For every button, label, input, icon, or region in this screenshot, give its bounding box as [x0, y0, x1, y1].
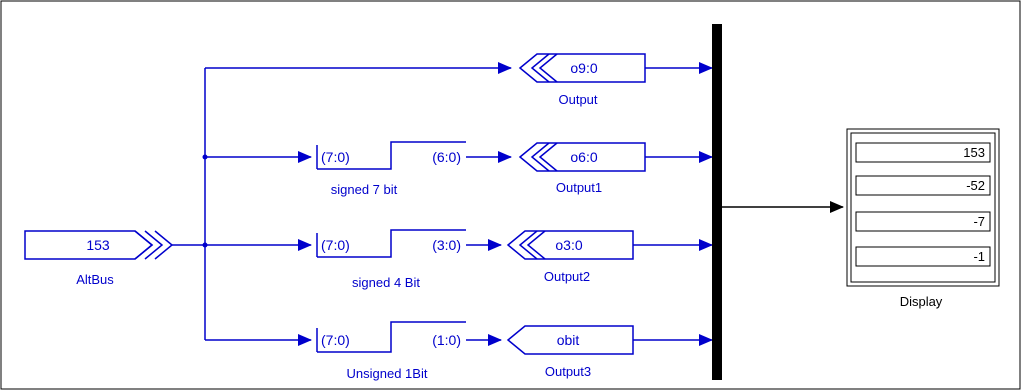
altbus-value: 153 — [86, 237, 110, 253]
gateway-chevron-icon — [134, 230, 174, 260]
slice-out-port: (3:0) — [432, 237, 461, 253]
output2-block[interactable]: o3:0 Output2 — [506, 230, 634, 284]
mux-bus-bar[interactable] — [712, 24, 722, 380]
slice-label: signed 4 Bit — [352, 275, 420, 290]
output-value: o6:0 — [570, 149, 597, 165]
output-value: o9:0 — [570, 60, 597, 76]
display-value: -1 — [973, 249, 985, 264]
display-field — [855, 142, 991, 163]
output-label: Output3 — [545, 364, 591, 379]
altbus-block[interactable]: 153 AltBus — [24, 230, 174, 287]
output1-block[interactable]: o6:0 Output1 — [518, 142, 646, 195]
display-field — [855, 246, 991, 267]
slice-block-signed-4[interactable]: (7:0) (3:0) signed 4 Bit — [316, 229, 466, 290]
display-field — [855, 175, 991, 196]
output-label: Output — [558, 92, 597, 107]
display-field — [855, 211, 991, 232]
gateway-chevron-icon — [530, 142, 558, 172]
branch-dot — [202, 154, 208, 160]
output-block[interactable]: o9:0 Output — [518, 53, 646, 107]
output-value: o3:0 — [555, 237, 582, 253]
altbus-label: AltBus — [76, 272, 114, 287]
slice-in-port: (7:0) — [321, 149, 350, 165]
slice-in-port: (7:0) — [321, 332, 350, 348]
display-block[interactable]: 153 -52 -7 -1 Display — [846, 128, 1000, 309]
display-value: -7 — [973, 214, 985, 229]
slice-block-unsigned-1[interactable]: (7:0) (1:0) Unsigned 1Bit — [316, 321, 466, 381]
signal-wires — [172, 62, 713, 346]
gateway-chevron-icon — [518, 230, 546, 260]
slice-label: Unsigned 1Bit — [347, 366, 428, 381]
output3-block[interactable]: obit Output3 — [506, 325, 634, 379]
slice-block-signed-7[interactable]: (7:0) (6:0) signed 7 bit — [316, 141, 466, 197]
gateway-chevron-icon — [530, 53, 558, 83]
display-value: 153 — [963, 145, 985, 160]
output-label: Output1 — [556, 180, 602, 195]
output-label: Output2 — [544, 269, 590, 284]
display-label: Display — [900, 294, 943, 309]
slice-out-port: (1:0) — [432, 332, 461, 348]
output-value: obit — [557, 332, 580, 348]
branch-dot — [202, 242, 208, 248]
slice-label: signed 7 bit — [331, 182, 398, 197]
slice-out-port: (6:0) — [432, 149, 461, 165]
display-value: -52 — [966, 178, 985, 193]
slice-in-port: (7:0) — [321, 237, 350, 253]
